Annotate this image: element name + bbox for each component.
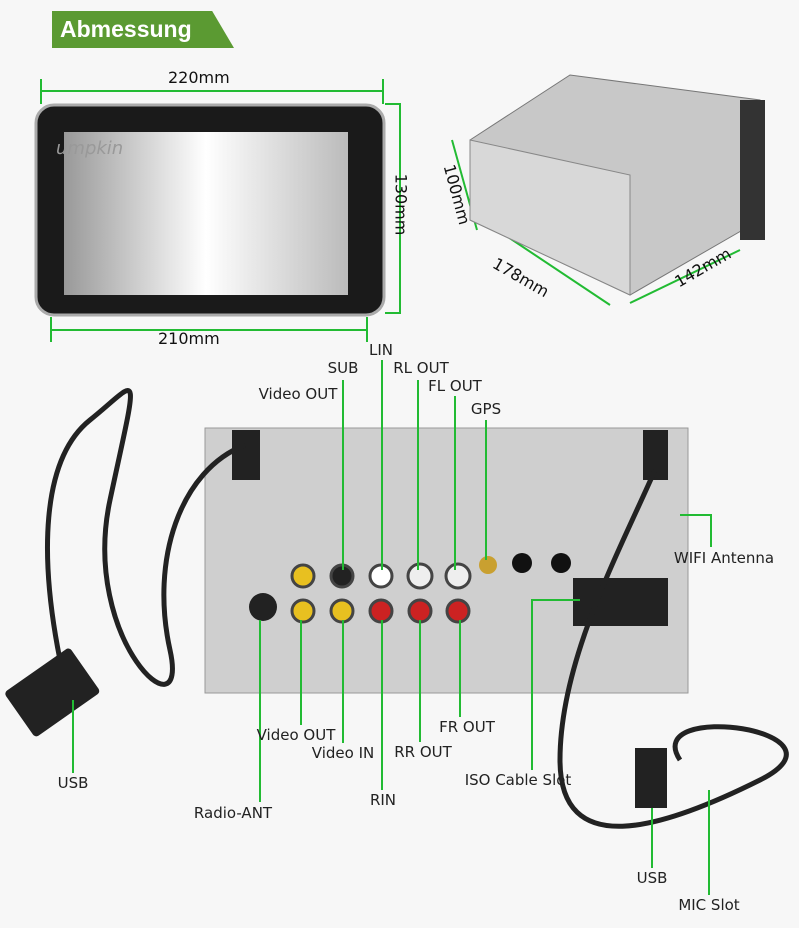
label-usb-left: USB	[57, 774, 89, 792]
head-unit-rear	[204, 427, 689, 694]
label-iso-cable-slot: ISO Cable Slot	[464, 771, 572, 789]
section-title: Abmessung	[52, 11, 234, 48]
label-sub: SUB	[327, 359, 359, 377]
label-video-out-bottom: Video OUT	[256, 726, 336, 744]
label-rr-out: RR OUT	[394, 743, 452, 761]
usb-cable-right	[557, 468, 789, 829]
label-fr-out: FR OUT	[439, 718, 495, 736]
label-video-in: Video IN	[311, 744, 375, 762]
label-lin: LIN	[368, 341, 394, 359]
usb-cable-left	[45, 388, 246, 687]
dim-width-bottom: 210mm	[158, 329, 220, 348]
label-wifi-antenna: WIFI Antenna	[673, 549, 775, 567]
dim-width-top: 220mm	[168, 68, 230, 87]
dim-height: 130mm	[391, 173, 411, 236]
label-usb-right: USB	[636, 869, 668, 887]
brand-watermark: umpkin	[56, 138, 124, 159]
label-gps: GPS	[470, 400, 502, 418]
label-fl-out: FL OUT	[428, 377, 482, 395]
head-unit-side	[469, 74, 765, 296]
label-mic-slot: MIC Slot	[678, 896, 740, 914]
label-video-out-top: Video OUT	[258, 385, 338, 403]
label-rin: RIN	[369, 791, 397, 809]
label-radio-ant: Radio-ANT	[193, 804, 273, 822]
head-unit-front	[34, 103, 386, 317]
callout-lines	[72, 360, 712, 895]
label-rl-out: RL OUT	[393, 359, 449, 377]
